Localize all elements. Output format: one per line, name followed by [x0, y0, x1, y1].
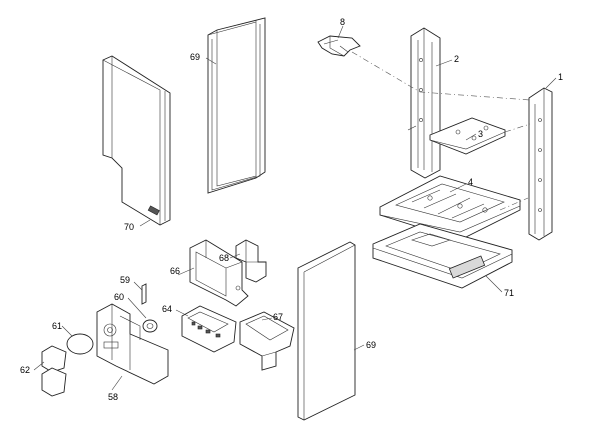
part-69-side-panel [297, 241, 356, 421]
label-66: 66 [170, 266, 180, 276]
part-labels: 1 2 3 4 8 58 59 60 61 62 64 66 67 68 69 … [20, 17, 563, 402]
part-2-column [407, 27, 441, 179]
part-70-front-panel [102, 55, 171, 226]
label-69-top: 69 [190, 52, 200, 62]
label-1: 1 [558, 72, 563, 82]
part-67-cover [239, 311, 295, 371]
label-2: 2 [454, 54, 459, 64]
part-69-frame-top [207, 17, 266, 194]
part-58-control-housing [96, 303, 169, 385]
label-58: 58 [108, 392, 118, 402]
part-68-bracket [235, 239, 267, 283]
part-8-bracket [317, 35, 361, 57]
label-64: 64 [162, 304, 172, 314]
label-68: 68 [219, 253, 229, 263]
label-71: 71 [504, 288, 514, 298]
part-4-base-tray [379, 175, 521, 241]
part-60-knob [142, 319, 158, 333]
alignment-lines [351, 51, 531, 211]
part-3-cross-plate [429, 117, 506, 155]
part-66-housing [189, 239, 249, 307]
part-62-panels [41, 345, 67, 397]
part-61-lens [66, 333, 94, 355]
label-3: 3 [478, 129, 483, 139]
label-62: 62 [20, 365, 30, 375]
label-67: 67 [273, 312, 283, 322]
part-64-circuit-board [181, 305, 237, 353]
part-59-rod [141, 283, 147, 305]
label-59: 59 [120, 275, 130, 285]
part-1-side-column [528, 87, 553, 241]
part-71-bottom-tray [372, 223, 513, 289]
label-69-bottom: 69 [366, 340, 376, 350]
label-4: 4 [468, 177, 473, 187]
label-60: 60 [114, 292, 124, 302]
label-61: 61 [52, 321, 62, 331]
leader-lines [33, 25, 557, 391]
label-70: 70 [124, 222, 134, 232]
label-8: 8 [340, 17, 345, 27]
